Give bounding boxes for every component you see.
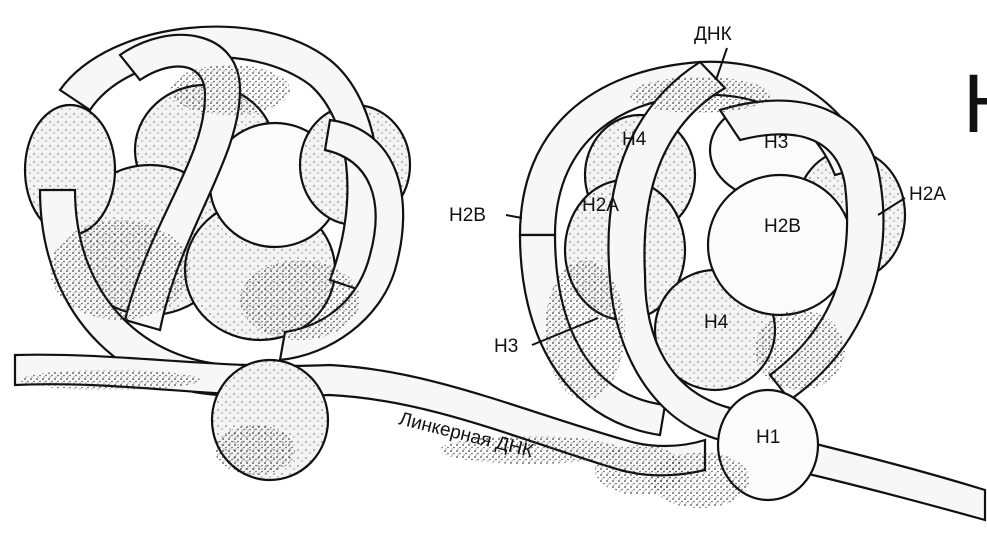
left-shading — [50, 220, 190, 320]
label-h2b-center: H2B — [764, 216, 801, 237]
label-h3-top: H3 — [764, 132, 788, 153]
label-h1: H1 — [756, 427, 780, 448]
right-shading — [755, 310, 845, 390]
left-shading — [170, 65, 290, 115]
h1-shading — [650, 452, 750, 508]
label-h3-left: H3 — [494, 336, 518, 357]
linker-dna-strand — [800, 440, 985, 520]
label-h2b-left: H2B — [449, 205, 486, 226]
label-dna: ДНК — [694, 24, 732, 45]
label-h2a-left: H2A — [582, 195, 619, 216]
left-shading — [240, 260, 360, 340]
left-nucleosome — [25, 27, 410, 396]
left-h1-shading — [215, 425, 295, 475]
label-h2a-right: H2A — [909, 184, 946, 205]
right-shading — [545, 260, 625, 400]
label-h4-top: H4 — [622, 129, 647, 150]
edge-letter: Н — [962, 61, 987, 151]
linker-shading — [20, 370, 200, 390]
histone-h2b-center — [708, 175, 852, 315]
right-shading — [630, 77, 770, 113]
label-h4-center: H4 — [704, 312, 729, 333]
h2b-left-leader-line — [506, 215, 522, 218]
